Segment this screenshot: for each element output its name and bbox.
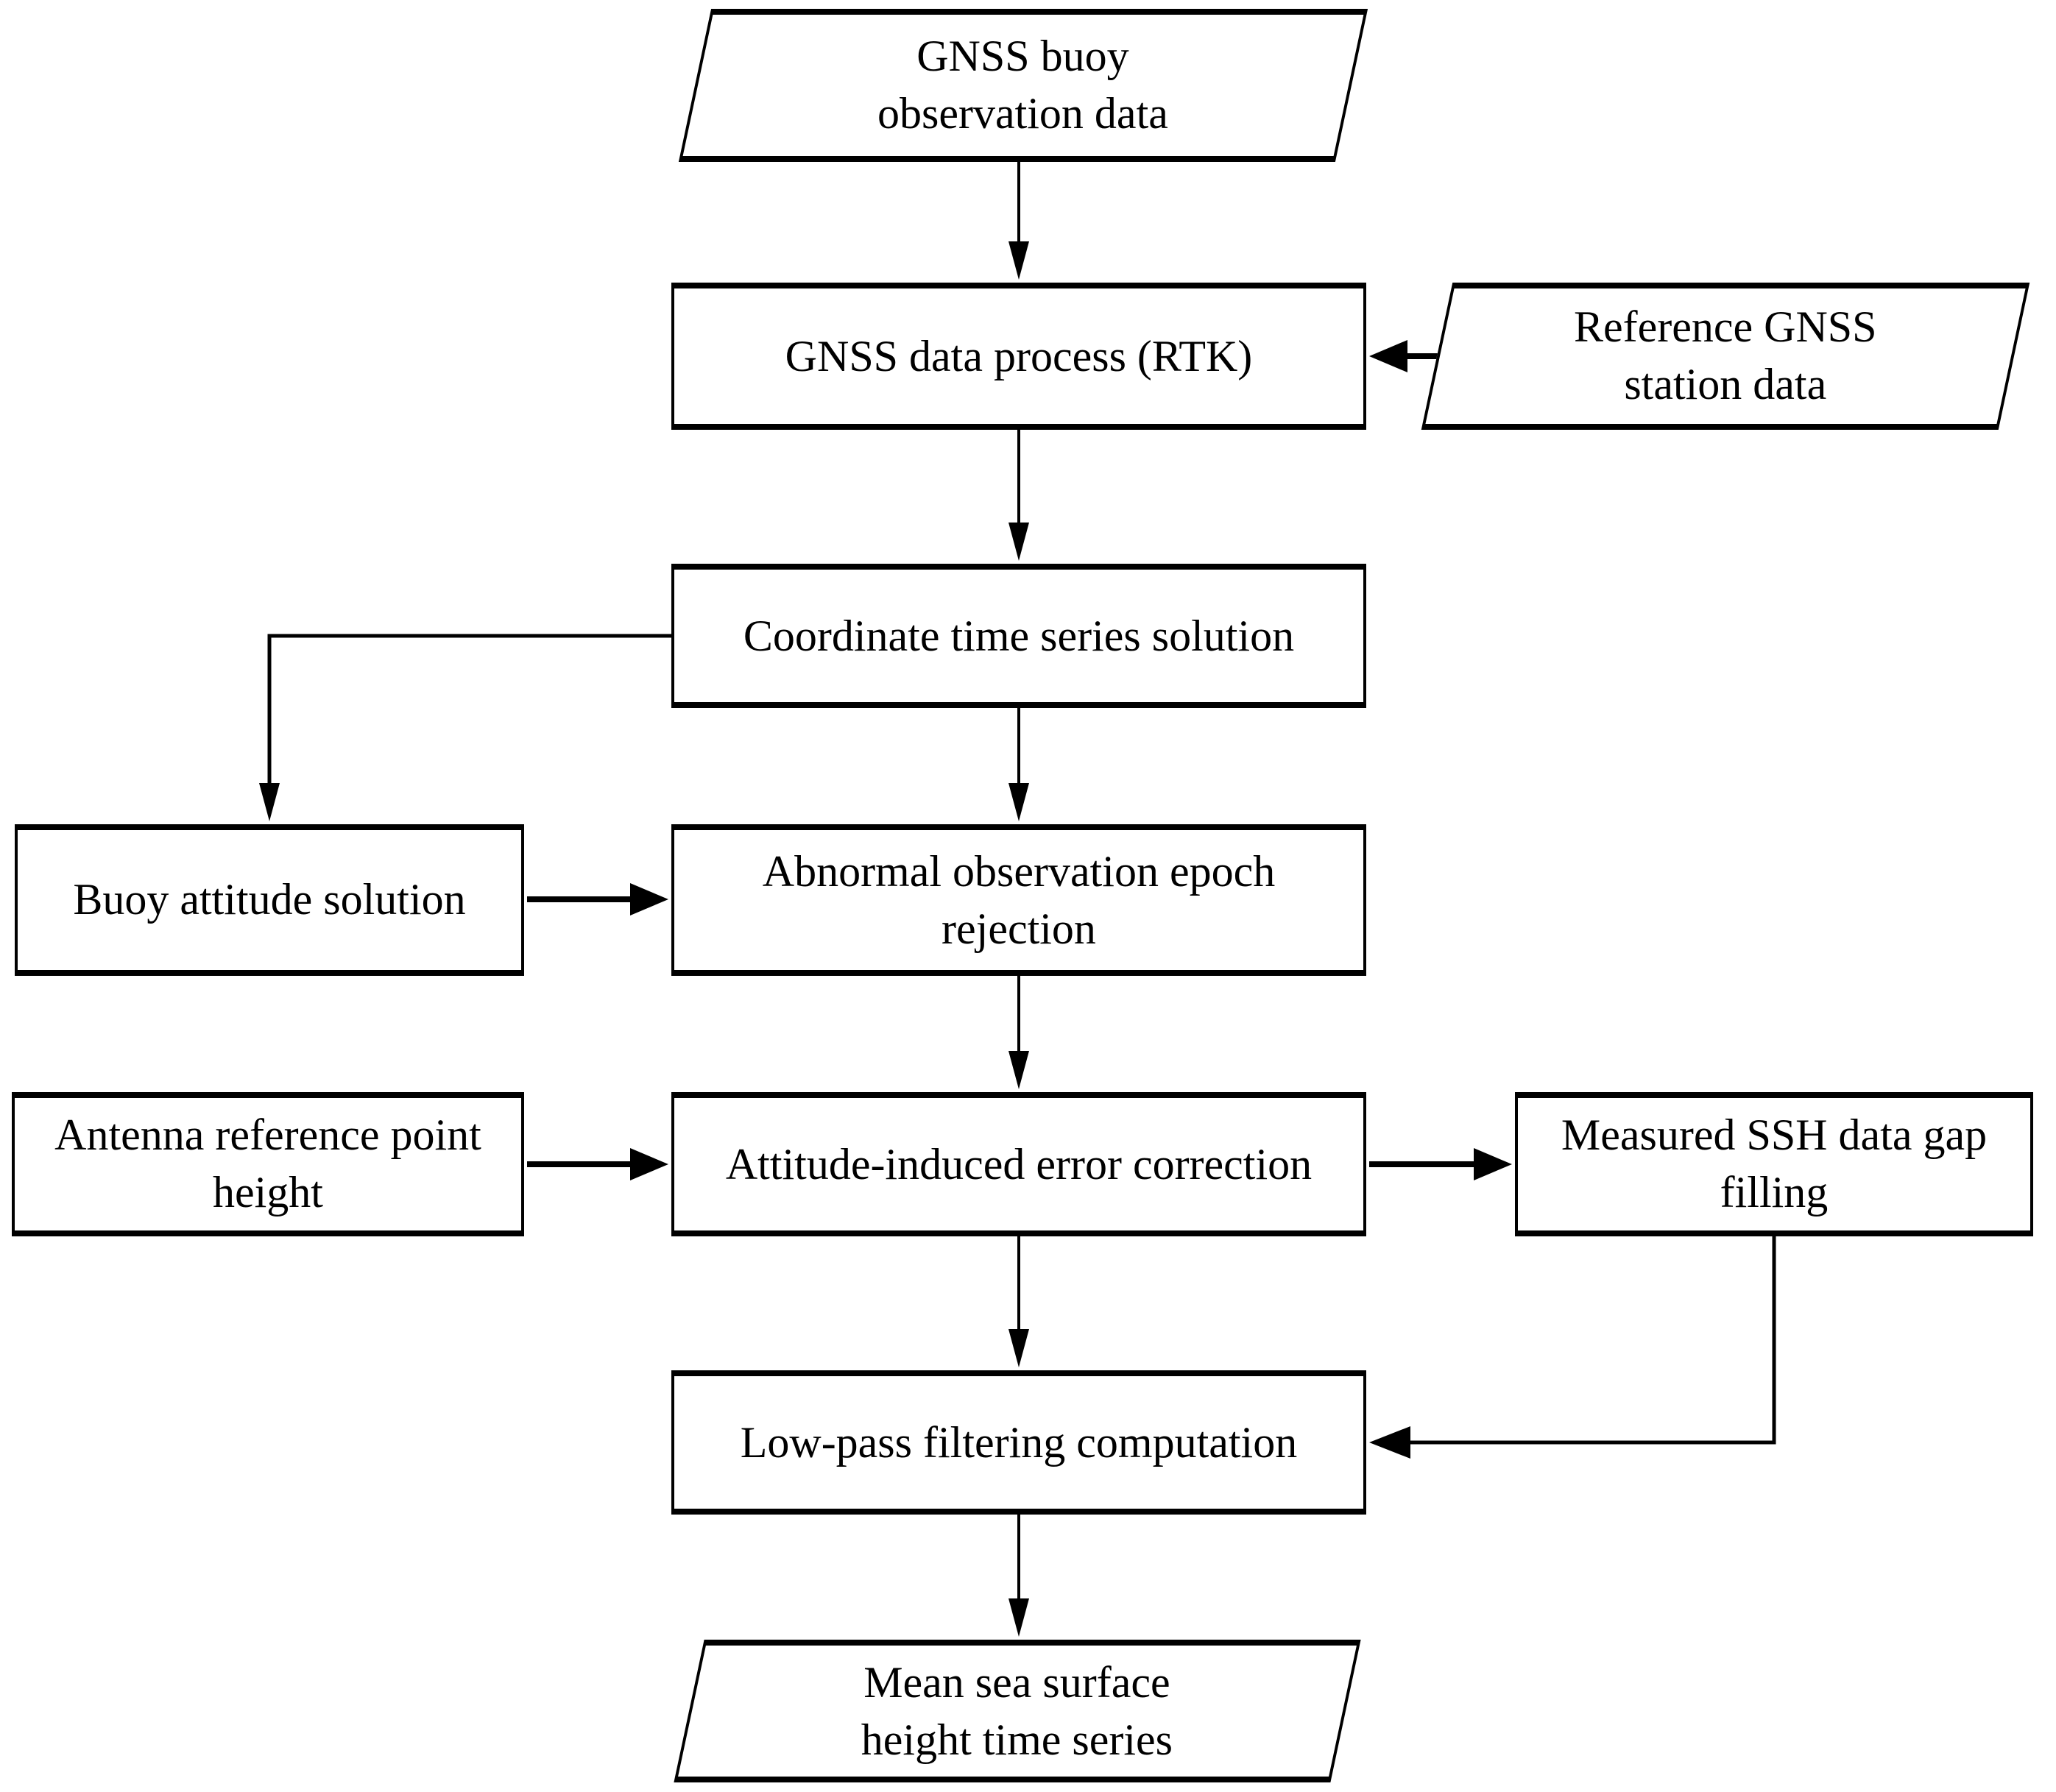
node-buoy-attitude-solution: Buoy attitude solution (15, 824, 524, 976)
edge-gnss-buoy-obs-to-gnss-data-process (1008, 162, 1029, 280)
node-label: GNSS buoy observation data (877, 32, 1169, 138)
node-low-pass-filtering-computation: Low-pass filtering computation (671, 1370, 1366, 1515)
edge-ref-gnss-station-to-gnss-data-process (1369, 340, 1440, 372)
node-label: Coordinate time series solution (743, 612, 1295, 660)
edge-coord-time-series-to-abnormal-rejection (1008, 708, 1029, 821)
node-label: Attitude-induced error correction (725, 1140, 1313, 1189)
node-measured-ssh-data-gap-filling: Measured SSH data gap filling (1515, 1092, 2033, 1236)
node-label: Mean sea surface height time series (861, 1658, 1173, 1764)
edge-coord-time-series-to-buoy-attitude (259, 634, 671, 821)
edge-attitude-correction-to-measured-ssh (1369, 1148, 1512, 1180)
edge-abnormal-rejection-to-attitude-correction (1008, 976, 1029, 1089)
node-coordinate-time-series-solution: Coordinate time series solution (671, 564, 1366, 708)
node-gnss-buoy-observation-data: GNSS buoy observation data (678, 9, 1368, 162)
edge-gnss-data-process-to-coord-time-series (1008, 430, 1029, 561)
edge-antenna-height-to-attitude-correction (527, 1148, 668, 1180)
node-label: Buoy attitude solution (73, 876, 466, 924)
node-attitude-induced-error-correction: Attitude-induced error correction (671, 1092, 1366, 1236)
node-label: Measured SSH data gap filling (1561, 1111, 1988, 1217)
edge-lowpass-to-mean-ssh (1008, 1515, 1029, 1637)
node-label: Low-pass filtering computation (740, 1418, 1298, 1467)
node-mean-sea-surface-height-time-series: Mean sea surface height time series (674, 1640, 1361, 1782)
node-label: Reference GNSS station data (1574, 303, 1877, 409)
node-label: GNSS data process (RTK) (785, 332, 1253, 380)
node-label: Antenna reference point height (54, 1111, 481, 1217)
edge-attitude-correction-to-lowpass (1008, 1236, 1029, 1367)
node-abnormal-observation-epoch-rejection: Abnormal observation epoch rejection (671, 824, 1366, 976)
node-gnss-data-process-rtk: GNSS data process (RTK) (671, 283, 1366, 430)
edge-buoy-attitude-to-abnormal-rejection (527, 883, 668, 916)
node-label: Abnormal observation epoch rejection (762, 847, 1276, 953)
node-reference-gnss-station-data: Reference GNSS station data (1421, 283, 2030, 430)
node-antenna-reference-point-height: Antenna reference point height (12, 1092, 524, 1236)
edge-measured-ssh-to-lowpass (1369, 1236, 1776, 1459)
